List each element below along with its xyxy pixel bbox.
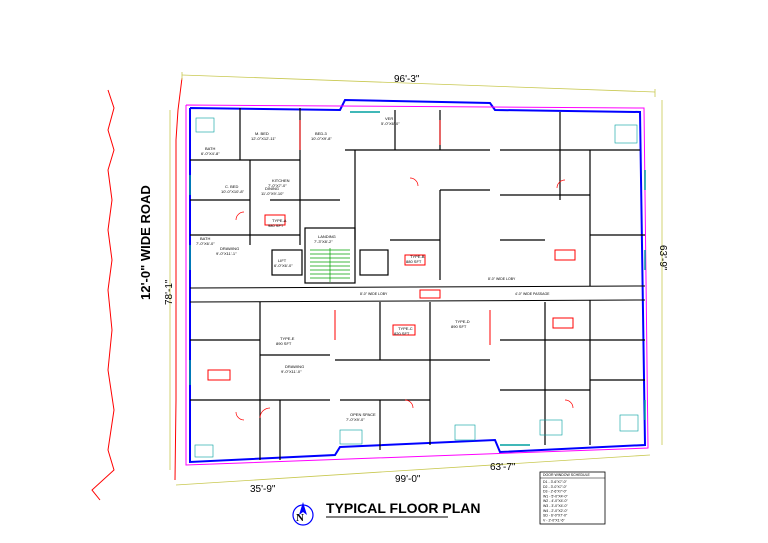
dim-bottom-mid: 99'-0" [395,474,421,485]
interior-walls [190,108,645,460]
window-marks [189,111,646,446]
room-size: 980 SFT [268,223,284,228]
room-name: OPEN SPACE [350,412,376,417]
corridor-label-1: 8'-0" WIDE LOBY [360,292,388,296]
dim-bottom-left: 35'-9" [250,484,276,495]
north-arrow [292,502,314,526]
dim-right: 63'-9" [657,245,668,271]
room-size: 890 SFT [276,341,292,346]
room-size: 7'-0"X7'-0" [268,183,287,188]
dim-top: 96'-3" [394,74,420,85]
door-window-schedule: DOOR WINDOW SCHEDULE D1 - 3'-6"X7'-0"D2 … [539,471,606,525]
room-size: 5'-0"X6'-0" [381,121,400,126]
room-name: TYPE-D [455,319,470,324]
road-boundary [91,77,183,501]
schedule-row: D3 - 2'-6"X7'-0" [543,490,568,494]
red-marks [207,120,576,381]
room-name: KITCHEN [272,178,290,183]
room-name: DRAWING [285,364,304,369]
room-size: 12'-0"X12'-11" [251,136,277,141]
room-name: TYPE-B [410,254,425,259]
room-size: 7'-0"X6'-0" [196,241,215,246]
building-outline [189,98,647,464]
room-name: DINING [265,186,279,191]
room-size: 880 SFT [406,259,422,264]
schedule-row: W1 - 5'-0"X4'-0" [543,494,568,498]
room-name: BED-3 [315,131,328,136]
dim-left: 78'-1" [164,279,175,305]
door-swings [235,177,574,421]
north-label: N [296,512,304,524]
room-name: DRAWING [220,246,239,251]
schedule-row: V - 2'-0"X1'-6" [543,518,565,522]
schedule-row: W4 - 2'-0"X2'-0" [543,509,568,513]
room-name: LANDING [318,234,336,239]
room-name: LIFT [278,258,287,263]
room-size: 7'-0"X9'-0" [346,417,365,422]
schedule-row: D2 - 3'-0"X7'-0" [543,485,568,489]
building-outline-magenta [185,104,649,466]
room-size: 11'-0"X9'-10" [261,191,284,196]
room-size: 7'-3"X8'-2" [314,239,333,244]
corridor-label-2: 8'-0" WIDE LOBY [488,277,516,281]
room-name: TYPE-C [398,326,413,331]
corridor-label-3: 4'-0" WIDE PASSAGE [515,292,550,296]
schedule-row: D1 - 3'-6"X7'-0" [543,480,568,484]
room-name: C. BED [225,184,238,189]
room-name: VER [385,116,393,121]
room-size: 9'-0"X11'-0" [281,369,302,374]
room-size: 820 SFT [394,331,410,336]
schedule-row: SD - 6'-0"X7'-0" [543,514,568,518]
schedule-rows: D1 - 3'-6"X7'-0"D2 - 3'-0"X7'-0"D3 - 2'-… [543,480,568,522]
room-name: TYPE-A [272,218,287,223]
plan-title: TYPICAL FLOOR PLAN [326,500,481,516]
room-size: 6'-0"X6'-0" [274,263,293,268]
room-name: TYPE-E [280,336,295,341]
dimension-lines [169,72,663,486]
room-size: 10'-0"X9'-8" [311,136,332,141]
road-label: 12'-0" WIDE ROAD [138,185,153,300]
room-name: BATH [205,146,215,151]
schedule-title: DOOR WINDOW SCHEDULE [543,473,591,477]
room-name: BATH [200,236,210,241]
room-size: 10'-0"X10'-8" [221,189,245,194]
room-size: 6'-0"X4'-8" [201,151,220,156]
wet-areas [194,117,639,458]
stair-hatch [310,248,350,282]
room-size: 9'-0"X11'-1" [216,251,237,256]
corridor [189,285,646,303]
dim-bottom-right: 63'-7" [490,462,516,473]
room-size: 890 SFT [451,324,467,329]
schedule-row: W3 - 3'-0"X4'-0" [543,504,568,508]
schedule-row: W2 - 4'-0"X4'-0" [543,499,568,503]
room-name: M. BED [255,131,269,136]
